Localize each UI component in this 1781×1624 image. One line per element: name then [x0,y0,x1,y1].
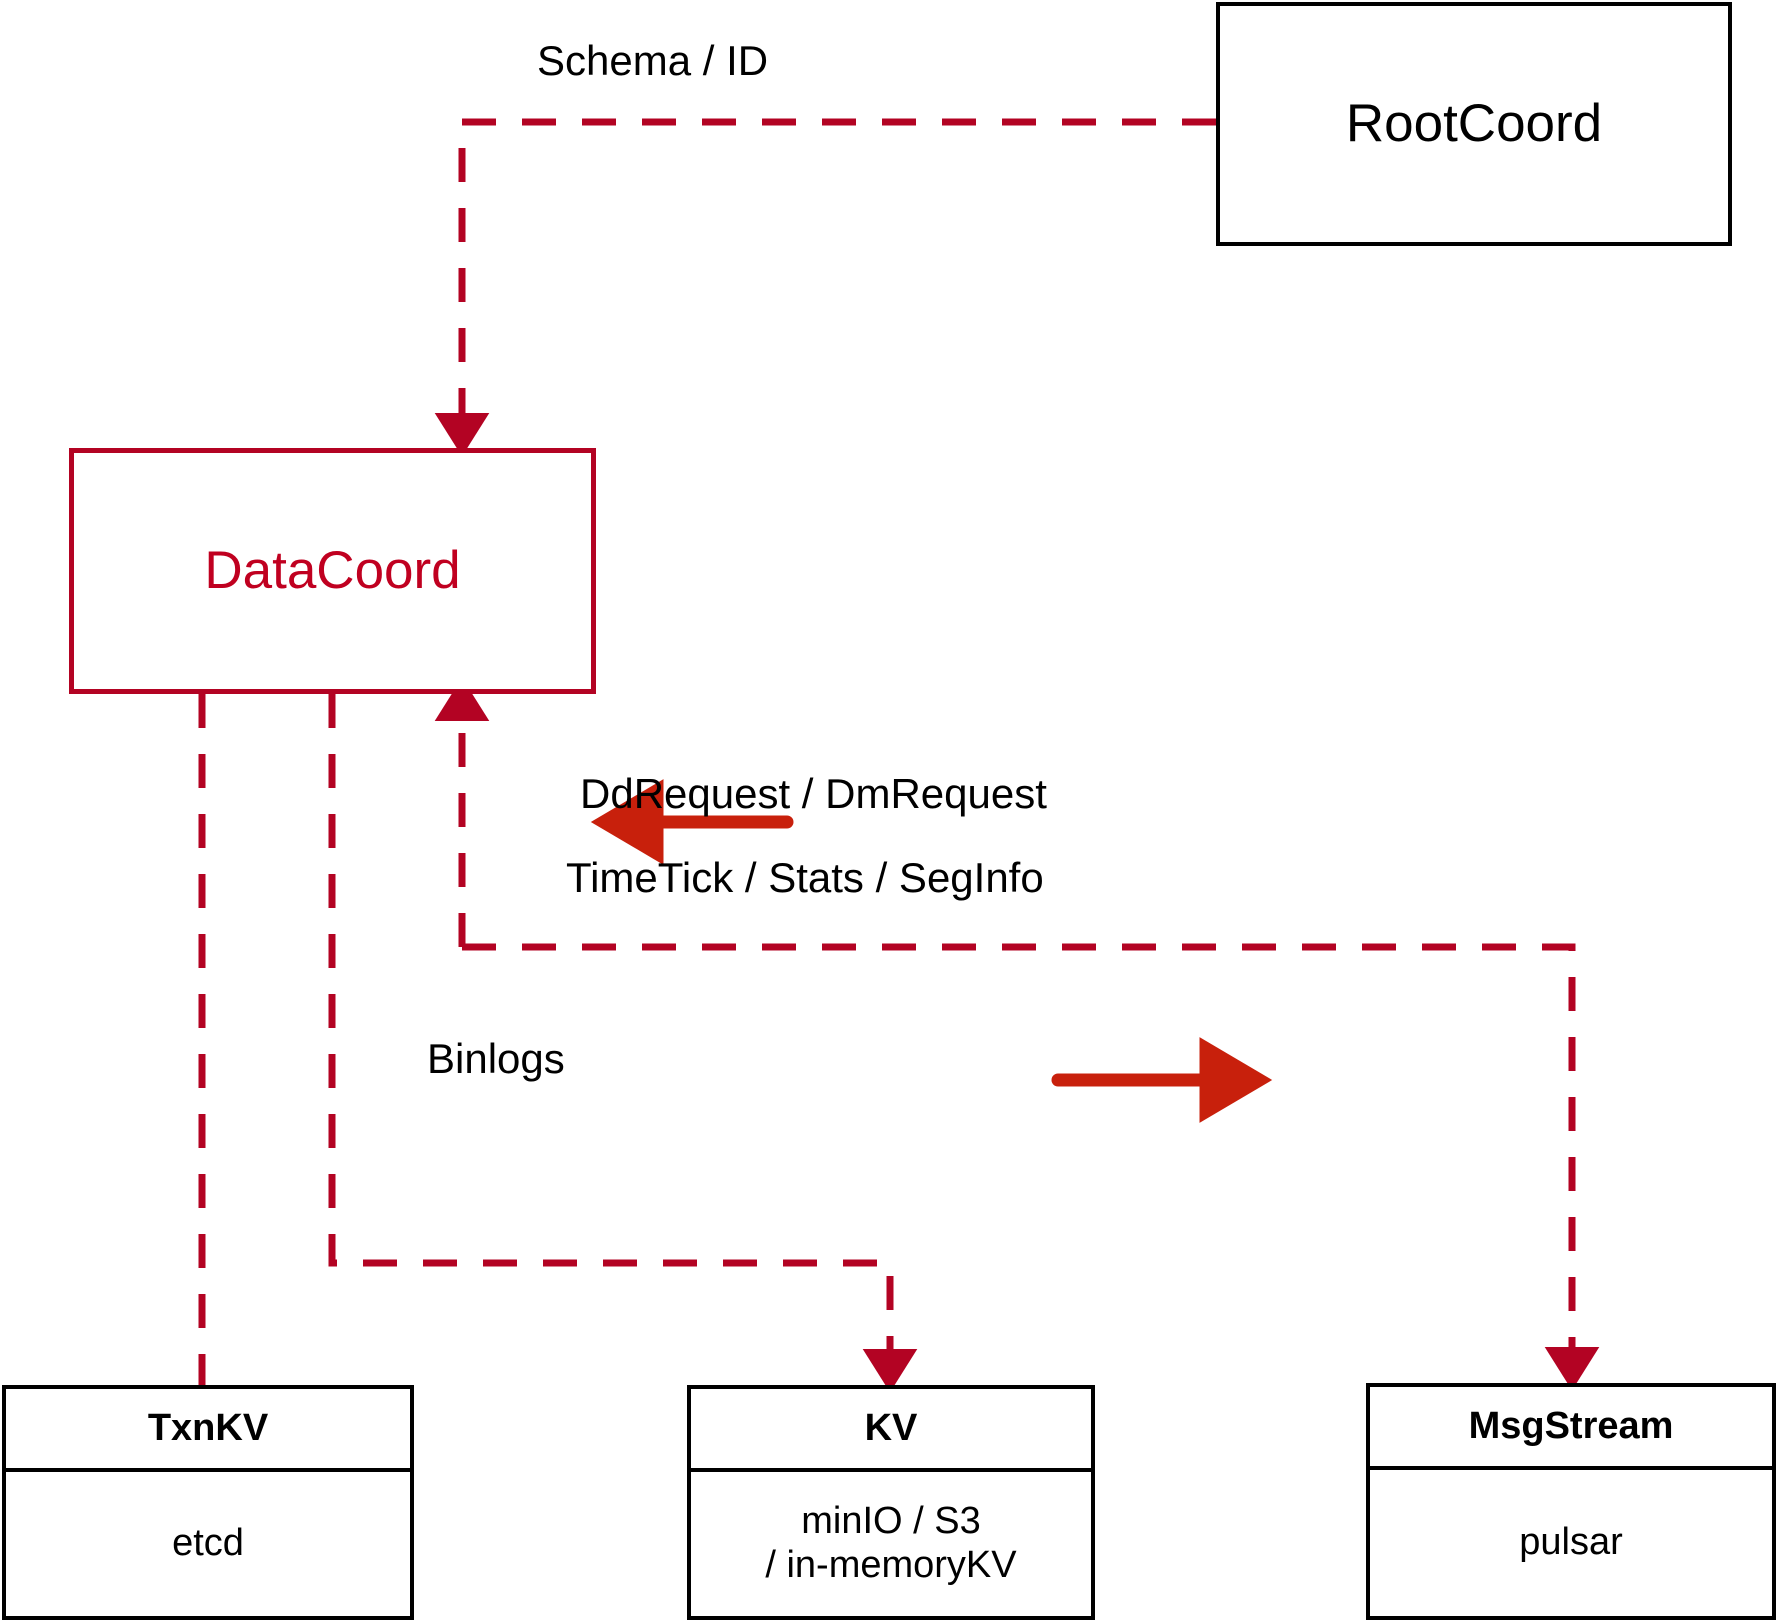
node-kv-impl-line1: minIO / S3 [801,1500,981,1543]
node-txnkv-header: TxnKV [6,1389,410,1472]
node-kv-header: KV [691,1389,1091,1472]
node-datacoord-label: DataCoord [204,540,461,600]
node-msgstream-title: MsgStream [1468,1404,1674,1447]
node-msgstream-body: pulsar [1370,1470,1772,1616]
edge-binlogs [328,694,918,1393]
node-rootcoord-label: RootCoord [1345,93,1603,153]
node-txnkv-title: TxnKV [147,1406,269,1449]
edge-label-timetick: TimeTick / Stats / SegInfo [566,854,1044,901]
node-txnkv[interactable]: TxnKV etcd [2,1385,414,1620]
node-datacoord[interactable]: DataCoord [69,448,596,694]
node-txnkv-body: etcd [6,1472,410,1616]
node-kv-body: minIO / S3 / in-memoryKV [691,1472,1091,1616]
node-kv-impl: minIO / S3 / in-memoryKV [691,1500,1091,1587]
edge-msgstream-horizontal [462,943,1600,1391]
edge-label-schema-id: Schema / ID [537,37,769,84]
node-rootcoord[interactable]: RootCoord [1216,2,1732,246]
edge-schema-id [434,118,1216,457]
node-kv-impl-line2: / in-memoryKV [765,1544,1017,1586]
edge-label-ddrequest: DdRequest / DmRequest [580,770,1047,817]
node-txnkv-impl: etcd [172,1522,244,1565]
node-msgstream-header: MsgStream [1370,1387,1772,1470]
node-kv-title: KV [864,1406,918,1449]
node-msgstream[interactable]: MsgStream pulsar [1366,1383,1776,1620]
node-kv[interactable]: KV minIO / S3 / in-memoryKV [687,1385,1095,1620]
node-msgstream-impl: pulsar [1519,1521,1623,1564]
edge-label-binlogs: Binlogs [427,1035,565,1082]
